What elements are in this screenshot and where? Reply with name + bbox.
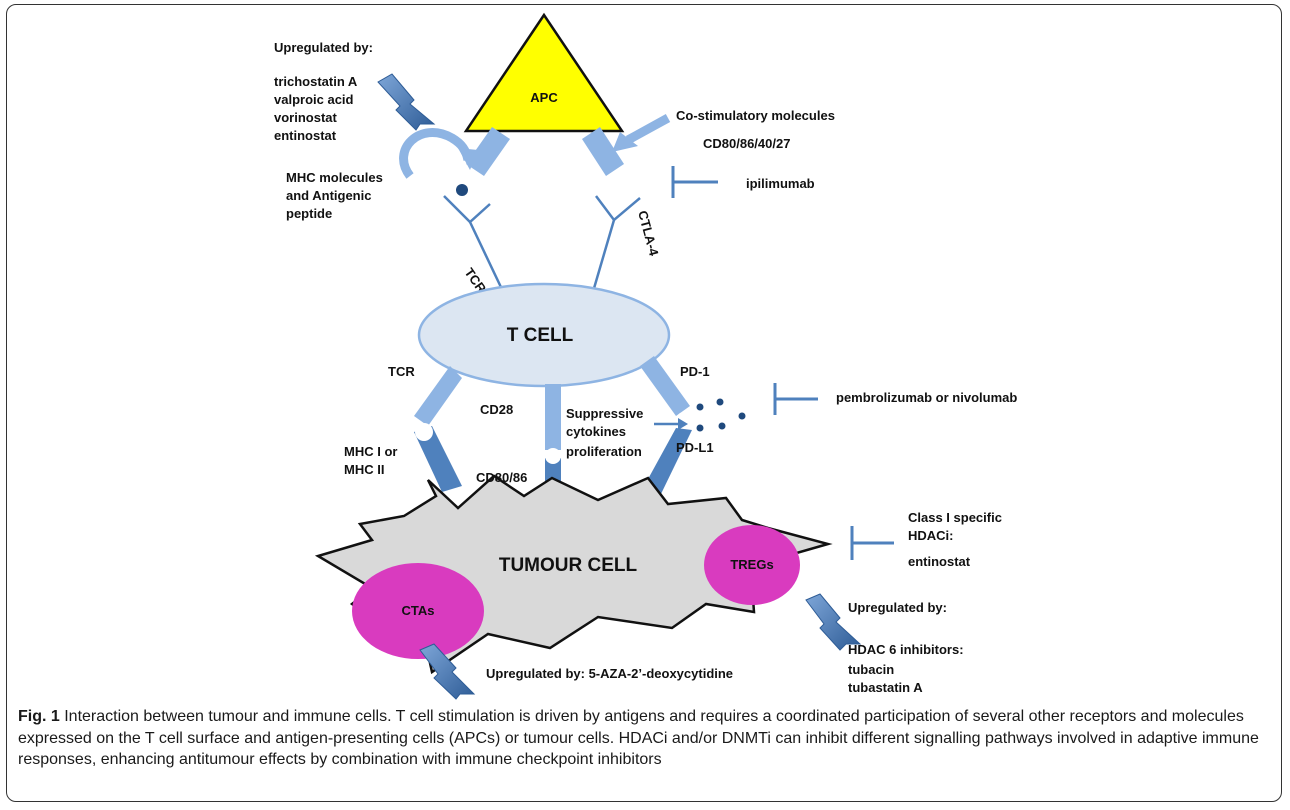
mhc-class-label: MHC I or: [344, 444, 397, 459]
hdac6-label: tubastatin A: [848, 680, 923, 695]
apc-left-leg: [466, 127, 510, 176]
suppressive-label: proliferation: [566, 444, 642, 459]
mhc-dark-arm: [414, 426, 462, 492]
t-cell-node: T CELL: [417, 282, 671, 388]
inhibitor-pembrolizumab-icon: [773, 383, 818, 415]
pd-l1-arm: [642, 428, 692, 496]
upregulated-top-drug: vorinostat: [274, 110, 338, 125]
ctas-label: CTAs: [402, 603, 435, 618]
apc-right-leg: [582, 127, 624, 176]
figure-caption: Fig. 1 Interaction between tumour and im…: [18, 706, 1272, 771]
suppressive-arrow-head: [678, 418, 688, 430]
costim-label: Co-stimulatory molecules: [676, 108, 835, 123]
upregulated-top-drug: valproic acid: [274, 92, 354, 107]
cd28-label: CD28: [480, 402, 513, 417]
mhc-peptide-label: and Antigenic: [286, 188, 371, 203]
hdac6-label: tubacin: [848, 662, 894, 677]
tregs-label: TREGs: [730, 557, 773, 572]
pd-l1-dots: [696, 398, 746, 432]
figure-frame: [6, 4, 1282, 802]
tregs-node: TREGs: [704, 525, 800, 605]
caption-text: Interaction between tumour and immune ce…: [18, 708, 1259, 768]
class-i-hdaci-label: HDACi:: [908, 528, 954, 543]
tcr-bottom-arm: [414, 366, 462, 426]
apc-label: APC: [530, 90, 558, 105]
pd1-label: PD-1: [680, 364, 710, 379]
costim-label: CD80/86/40/27: [703, 136, 790, 151]
cd28-arm: [545, 384, 561, 450]
upregulated-top-drug: entinostat: [274, 128, 337, 143]
t-cell-label: T CELL: [507, 325, 574, 346]
pd-l1-label: PD-L1: [676, 440, 714, 455]
figure-number: Fig. 1: [18, 708, 60, 725]
class-i-hdaci-label: Class I specific: [908, 510, 1002, 525]
tcr-mhc-socket: [415, 423, 433, 441]
pd1-arm: [640, 356, 690, 416]
upregulated-bottom-label: Upregulated by: 5-AZA-2’-deoxycytidine: [486, 666, 733, 681]
pembrolizumab-label: pembrolizumab or nivolumab: [836, 390, 1017, 405]
cd80-86-label: CD80/86: [476, 470, 527, 485]
ipilimumab-label: ipilimumab: [746, 176, 815, 191]
immune-interaction-diagram: APC TCR CTLA-4 T CELL: [274, 12, 1017, 700]
inhibitor-ipilimumab-icon: [671, 166, 718, 198]
costim-arrow: [625, 114, 671, 144]
ctla4-label: CTLA-4: [635, 209, 662, 258]
ctas-node: CTAs: [352, 563, 484, 659]
inhibitor-entinostat-icon: [850, 526, 894, 560]
upregulated-right-label: Upregulated by:: [848, 600, 947, 615]
suppressive-label: cytokines: [566, 424, 626, 439]
mhc-peptide-label: MHC molecules: [286, 170, 383, 185]
mhc-class-label: MHC II: [344, 462, 384, 477]
mhc-peptide-label: peptide: [286, 206, 332, 221]
lightning-bolt-icon: [419, 643, 476, 700]
curved-arrow-head: [458, 148, 478, 170]
tcr-bottom-label: TCR: [388, 364, 415, 379]
upregulated-top-title: Upregulated by:: [274, 40, 373, 55]
tumour-cell-label: TUMOUR CELL: [499, 555, 638, 576]
cd28-socket: [545, 448, 561, 464]
hdac6-label: HDAC 6 inhibitors:: [848, 642, 964, 657]
antigenic-peptide-dot: [456, 184, 468, 196]
ctla4-receptor: [588, 195, 641, 303]
class-i-hdaci-label: entinostat: [908, 554, 971, 569]
lightning-bolt-icon: [377, 73, 436, 131]
apc-node: APC: [463, 12, 625, 133]
suppressive-label: Suppressive: [566, 406, 643, 421]
lightning-bolt-icon: [805, 593, 862, 651]
upregulated-top-drug: trichostatin A: [274, 74, 358, 89]
curved-arrow-upregulation: [399, 128, 473, 179]
costim-arrow-head: [612, 132, 638, 152]
